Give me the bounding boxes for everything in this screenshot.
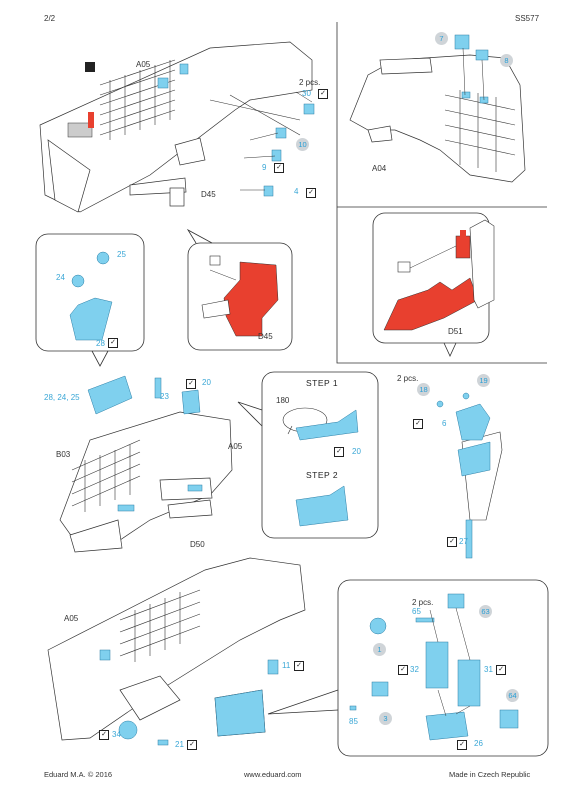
footer-website[interactable]: www.eduard.com <box>244 770 302 779</box>
label-two-pcs-1: 2 pcs. <box>299 78 321 87</box>
label-d45-callout: D45 <box>258 332 273 341</box>
part-number-21: 21 <box>175 740 184 749</box>
label-a04: A04 <box>372 164 387 173</box>
checkbox-icon: ✓ <box>99 730 109 740</box>
badge-7: 7 <box>435 32 448 45</box>
part-number-85: 85 <box>349 717 358 726</box>
checkbox-icon: ✓ <box>294 661 304 671</box>
part-number-28: 28 <box>96 339 105 348</box>
part-number-25: 25 <box>117 250 126 259</box>
label-a05-mid: A05 <box>228 442 243 451</box>
checkbox-icon: ✓ <box>413 419 423 429</box>
callout-box-electronics <box>337 579 549 757</box>
checkbox-icon: ✓ <box>496 665 506 675</box>
part-number-31: 31 <box>484 665 493 674</box>
step-1-label: STEP 1 <box>306 378 339 388</box>
badge-10: 10 <box>296 138 309 151</box>
part-number-30: 30 <box>302 89 311 98</box>
badge-3: 3 <box>379 712 392 725</box>
checkbox-icon: ✓ <box>187 740 197 750</box>
checkbox-icon: ✓ <box>447 537 457 547</box>
badge-1: 1 <box>373 643 386 656</box>
step-2-label: STEP 2 <box>306 470 339 480</box>
label-d50: D50 <box>190 540 205 549</box>
part-number-24: 24 <box>56 273 65 282</box>
checkbox-icon: ✓ <box>186 379 196 389</box>
checkbox-icon: ✓ <box>318 89 328 99</box>
part-number-23: 23 <box>160 392 169 401</box>
part-number-27: 27 <box>459 537 468 546</box>
label-a05-top: A05 <box>136 60 151 69</box>
badge-8: 8 <box>500 54 513 67</box>
label-a05-bottom: A05 <box>64 614 79 623</box>
part-number-9: 9 <box>262 163 267 172</box>
part-number-28-24-25: 28, 24, 25 <box>44 393 80 402</box>
red-pe-part-top <box>88 112 94 128</box>
checkbox-icon: ✓ <box>457 740 467 750</box>
checkbox-icon: ✓ <box>108 338 118 348</box>
part-number-4: 4 <box>294 187 299 196</box>
part-number-20b: 20 <box>352 447 361 456</box>
label-d45-top: D45 <box>201 190 216 199</box>
checkbox-icon: ✓ <box>334 447 344 457</box>
part-number-34: 34 <box>112 730 121 739</box>
part-number-26: 26 <box>474 739 483 748</box>
badge-18: 18 <box>417 383 430 396</box>
panel-border-right-middle <box>336 207 547 364</box>
part-number-11: 11 <box>282 661 291 670</box>
page-number: 2/2 <box>44 14 56 23</box>
footer-origin: Made in Czech Republic <box>449 770 531 779</box>
part-number-32: 32 <box>410 665 419 674</box>
label-two-pcs-2: 2 pcs. <box>397 374 419 383</box>
callout-box-28-24-25 <box>35 233 145 352</box>
angle-label: 180 <box>276 396 290 405</box>
red-seat-d45 <box>223 261 279 337</box>
callout-box-steps <box>261 371 379 539</box>
label-b03: B03 <box>56 450 71 459</box>
part-number-20a: 20 <box>202 378 211 387</box>
label-d51: D51 <box>448 327 463 336</box>
part-number-65: 65 <box>412 607 421 616</box>
label-two-pcs-3: 2 pcs. <box>412 598 434 607</box>
badge-64: 64 <box>506 689 519 702</box>
badge-19: 19 <box>477 374 490 387</box>
part-number-6: 6 <box>442 419 447 428</box>
checkbox-icon: ✓ <box>398 665 408 675</box>
red-seat-d51 <box>383 277 479 331</box>
set-code: SS577 <box>515 14 540 23</box>
callout-box-d45 <box>187 242 293 351</box>
checkbox-icon: ✓ <box>274 163 284 173</box>
footer-copyright: Eduard M.A. © 2016 <box>44 770 113 779</box>
badge-63: 63 <box>479 605 492 618</box>
checkbox-icon: ✓ <box>306 188 316 198</box>
